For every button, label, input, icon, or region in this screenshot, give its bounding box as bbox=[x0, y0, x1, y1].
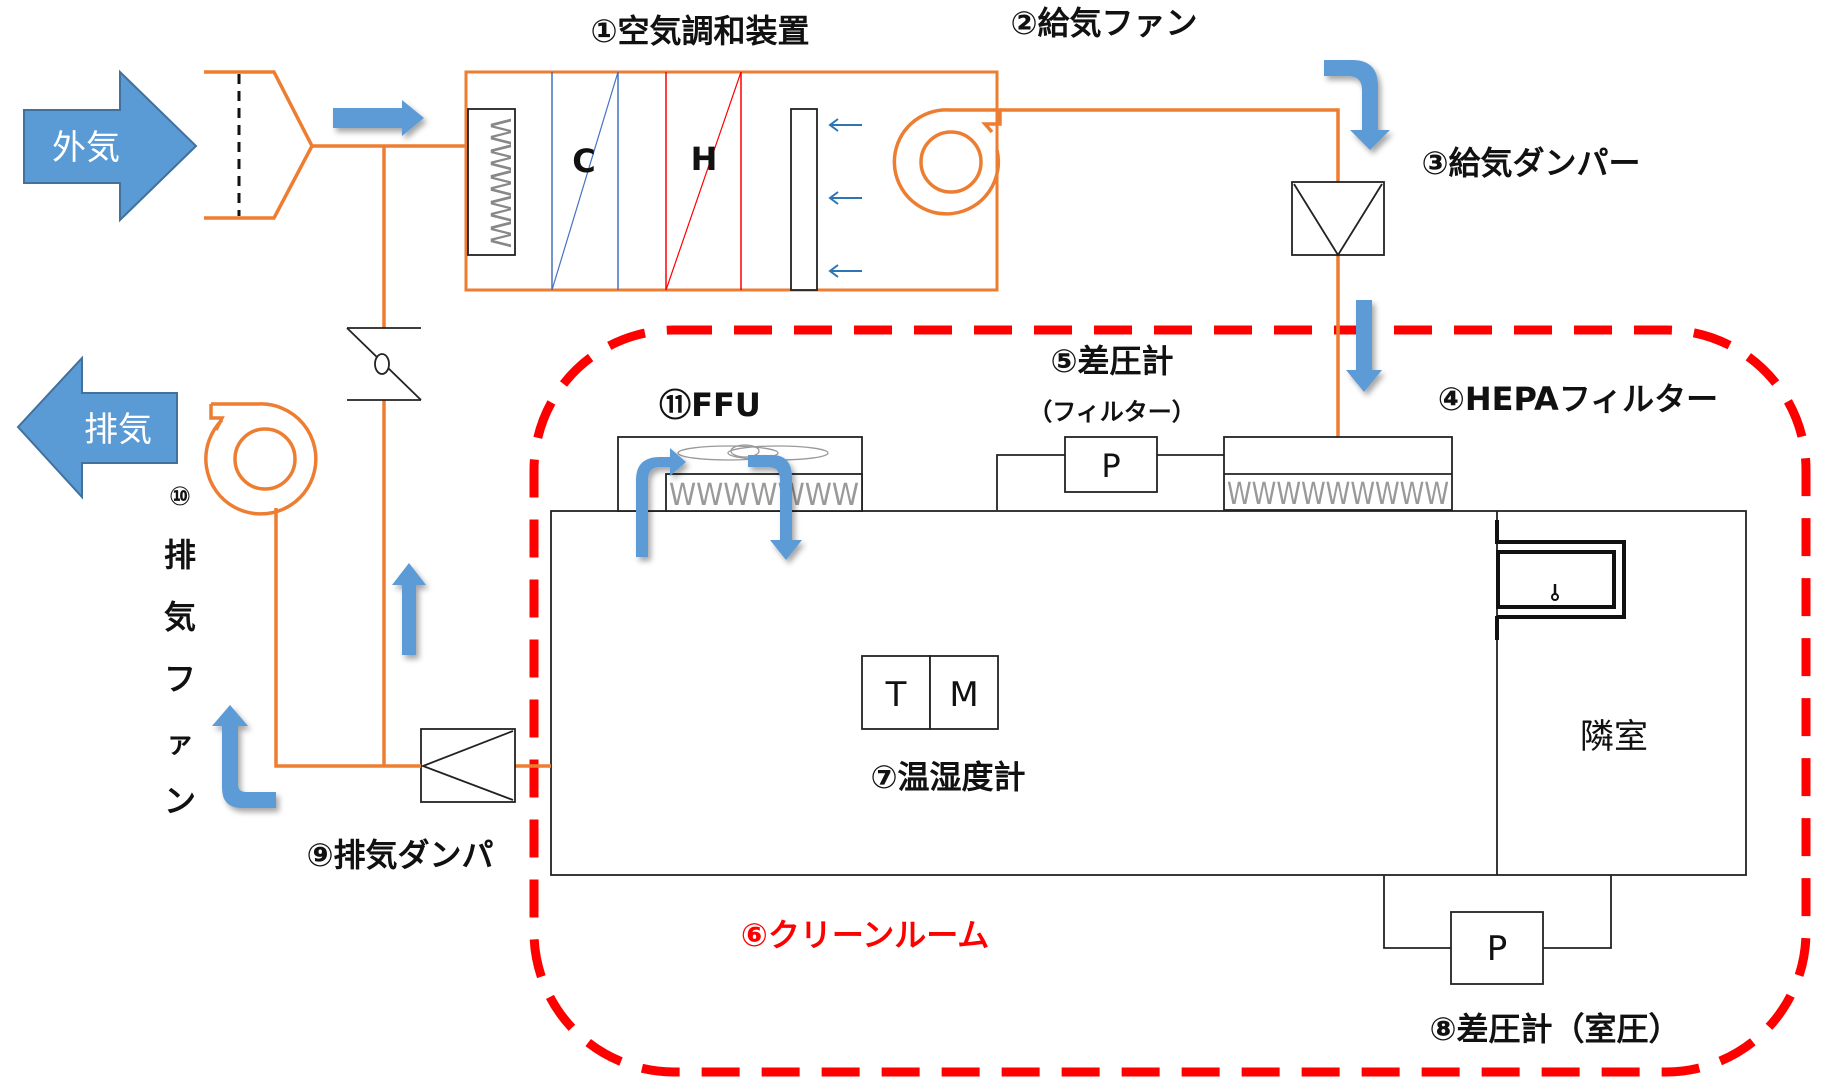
flow-arrow-right-icon bbox=[333, 100, 424, 136]
cleanroom-label: ⑥クリーンルーム bbox=[741, 916, 990, 954]
ahu-label: ①空気調和装置 bbox=[590, 12, 809, 50]
filter-dp-symbol: P bbox=[1101, 447, 1120, 485]
flow-arrow-up-icon bbox=[392, 563, 426, 655]
room-dp-label: ⑧差圧計（室圧） bbox=[1429, 1010, 1680, 1048]
temperature-symbol: T bbox=[885, 675, 907, 715]
exhaust-fan-number: ⑩ bbox=[169, 482, 191, 512]
hepa-pattern: WWWWWWWWW bbox=[1227, 477, 1449, 512]
ffu-intake-arrow-icon bbox=[636, 448, 686, 557]
exhaust-duct bbox=[274, 508, 421, 768]
exhaust-air-label: 排気 bbox=[84, 410, 152, 450]
heating-coil-label: H bbox=[691, 140, 718, 178]
ffu-outlet-arrow-icon bbox=[748, 455, 802, 560]
filter-dp-sublabel: （フィルター） bbox=[1028, 398, 1196, 426]
prefilter bbox=[467, 108, 516, 256]
supply-duct-upper bbox=[1000, 108, 1340, 182]
door-icon bbox=[1495, 520, 1626, 640]
flow-arrow-down-icon bbox=[1346, 300, 1382, 392]
ffu-pattern: WWWWWWW bbox=[669, 478, 859, 513]
room-dp-symbol: P bbox=[1487, 929, 1508, 969]
flow-arrow-up-curved-icon bbox=[212, 705, 276, 808]
heating-coil: H bbox=[665, 71, 742, 291]
cooling-coil: C bbox=[551, 71, 619, 291]
exhaust-damper-label: ⑨排気ダンパ bbox=[306, 836, 493, 874]
ffu-label: ⑪FFU bbox=[659, 386, 761, 424]
exhaust-damper bbox=[420, 728, 516, 803]
exhaust-fan-char: ァ bbox=[166, 726, 194, 759]
internal-flow-arrows bbox=[828, 118, 862, 278]
ffu: WWWWWWW bbox=[617, 436, 863, 560]
exhaust-fan-char: 排 bbox=[164, 536, 196, 574]
prefilter-pattern: WWWWW bbox=[484, 118, 517, 248]
exhaust-fan-char: フ bbox=[164, 660, 196, 698]
supply-damper bbox=[1291, 181, 1385, 257]
intake-hood bbox=[204, 70, 314, 220]
room-dp-gauge: P bbox=[1383, 875, 1612, 985]
air-handling-unit: WWWWW C H bbox=[464, 70, 1002, 292]
hepa-filter-label: ④HEPAフィルター bbox=[1438, 380, 1718, 418]
thermo-hygrometer-label: ⑦温湿度計 bbox=[870, 758, 1025, 796]
exhaust-air-arrow: 排気 bbox=[16, 355, 178, 500]
supply-damper-label: ③給気ダンパー bbox=[1421, 144, 1640, 182]
cleanroom-boundary bbox=[529, 325, 1811, 1077]
outside-air-arrow: 外気 bbox=[23, 69, 198, 223]
hepa-filter: WWWWWWWWW bbox=[1223, 436, 1453, 512]
exhaust-fan-char: 気 bbox=[164, 598, 196, 636]
filter-dp-label: ⑤差圧計 bbox=[1050, 342, 1173, 380]
adjacent-room-label: 隣室 bbox=[1580, 717, 1648, 757]
flow-arrow-down-curved-icon bbox=[1324, 60, 1390, 150]
ahu-filter-plate bbox=[790, 108, 818, 291]
supply-fan-label: ②給気ファン bbox=[1010, 4, 1197, 42]
outside-air-label: 外気 bbox=[52, 128, 120, 168]
supply-fan-icon bbox=[892, 108, 1002, 216]
thermo-hygrometer: T M bbox=[861, 655, 999, 730]
exhaust-fan-char: ン bbox=[164, 782, 196, 820]
cleanroom-walls bbox=[550, 510, 1747, 876]
check-valve bbox=[346, 327, 422, 401]
humidity-symbol: M bbox=[949, 675, 978, 715]
filter-dp-gauge: P bbox=[996, 436, 1224, 510]
cooling-coil-label: C bbox=[572, 142, 595, 180]
exhaust-fan-icon bbox=[204, 402, 318, 516]
